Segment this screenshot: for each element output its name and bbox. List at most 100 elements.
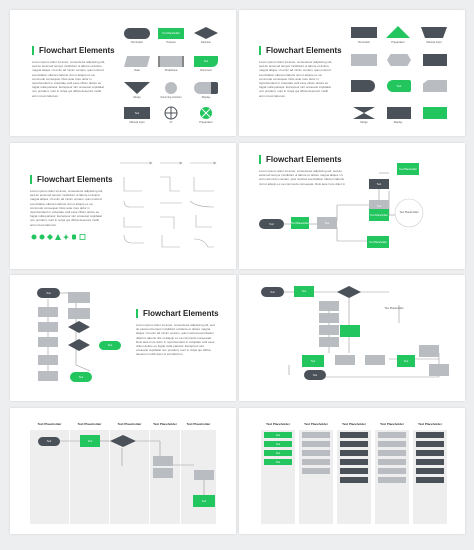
shape-caption: Summing Junction bbox=[160, 96, 182, 99]
slide-flowchart-elements-1[interactable]: Flowchart Elements Lorem ipsum dolor sit… bbox=[10, 10, 236, 136]
column-item bbox=[340, 459, 368, 465]
column-item bbox=[378, 432, 406, 438]
process-box bbox=[38, 307, 58, 317]
start-terminator: Text bbox=[37, 288, 60, 298]
slide-columns-8[interactable]: Text Placeholder Text Placeholder Text P… bbox=[239, 408, 465, 534]
connector-lines bbox=[120, 161, 217, 248]
column-item bbox=[416, 468, 444, 474]
column-item bbox=[340, 450, 368, 456]
process-box bbox=[319, 337, 339, 347]
column-item: Text bbox=[264, 432, 292, 438]
rectangle-shape bbox=[351, 54, 377, 66]
summing-junction-icon bbox=[200, 107, 212, 119]
column-header: Text Placeholder bbox=[186, 422, 211, 426]
shape-caption: Merge bbox=[133, 96, 141, 99]
column-item bbox=[302, 468, 330, 474]
flow-label: Text Placeholder bbox=[384, 307, 404, 310]
merge-icon bbox=[124, 82, 150, 94]
process-box: Text Placeholder bbox=[367, 236, 389, 248]
terminator-shape bbox=[124, 28, 150, 39]
shape-caption: Or bbox=[169, 121, 173, 124]
process-box: Text Placeholder bbox=[397, 163, 419, 175]
process-box: Text Placeholder bbox=[291, 217, 309, 229]
end-terminator: Text bbox=[304, 370, 326, 380]
display-shape bbox=[194, 82, 218, 94]
hexagon-shape bbox=[387, 54, 411, 66]
process-shape: Text Placeholder bbox=[158, 28, 184, 39]
shape-caption: Terminator bbox=[357, 41, 371, 44]
column-item bbox=[416, 441, 444, 447]
process-box: Text bbox=[369, 179, 389, 189]
process-box bbox=[38, 371, 58, 381]
shape-caption: Merge bbox=[360, 121, 368, 124]
shape-caption: Display bbox=[393, 121, 403, 124]
shape-caption: Manual Input bbox=[426, 41, 442, 44]
shape-caption: Data bbox=[134, 69, 140, 72]
column-item bbox=[302, 459, 330, 465]
process-box bbox=[68, 292, 90, 303]
process-box bbox=[319, 313, 339, 323]
slide-paragraph: Lorem ipsum dolor sit amet, consectetur … bbox=[259, 60, 333, 98]
slide-title: Flowchart Elements bbox=[32, 46, 115, 55]
process-box bbox=[340, 325, 360, 337]
slide-swimlane-7[interactable]: Text Placeholder Text Placeholder Text P… bbox=[10, 408, 236, 534]
process-box bbox=[38, 322, 58, 332]
slide-flowchart-elements-4[interactable]: Flowchart Elements Lorem ipsum dolor sit… bbox=[239, 143, 465, 269]
end-terminator: Text bbox=[99, 341, 121, 350]
document-shape: Text bbox=[194, 56, 218, 67]
process-box: Text bbox=[80, 435, 100, 447]
shape-caption: Document bbox=[200, 69, 212, 72]
shape-caption: Decision bbox=[201, 41, 211, 44]
slide-paragraph: Lorem ipsum dolor sit amet, consectetur … bbox=[30, 189, 104, 227]
column-item bbox=[340, 432, 368, 438]
end-process: Text bbox=[193, 495, 215, 507]
column-item bbox=[416, 450, 444, 456]
process-box bbox=[38, 355, 58, 365]
column-item bbox=[340, 477, 368, 483]
decision-icon bbox=[68, 321, 90, 351]
slide-flowchart-elements-5[interactable]: Text Text Text Flowchart Elements Lorem … bbox=[10, 275, 236, 401]
triangle-icon bbox=[386, 26, 410, 38]
column-item bbox=[340, 441, 368, 447]
start-terminator: Text bbox=[259, 219, 284, 229]
process-box bbox=[194, 470, 214, 480]
process-box: Text bbox=[294, 286, 314, 297]
process-box bbox=[38, 337, 58, 347]
icon-row bbox=[31, 234, 86, 240]
column-item bbox=[302, 432, 330, 438]
manual-input-shape: Text bbox=[124, 107, 150, 119]
display-shape bbox=[423, 54, 447, 66]
column-header: Text Placeholder bbox=[418, 422, 442, 426]
column-header: Text Placeholder bbox=[117, 422, 142, 426]
shape-caption: Predefined bbox=[164, 69, 178, 72]
loop-label: Text Placeholder bbox=[399, 211, 419, 214]
card-shape bbox=[423, 80, 447, 92]
display-shape bbox=[351, 27, 377, 38]
process-box: Text bbox=[397, 355, 415, 367]
column-item: Text bbox=[264, 459, 292, 465]
process-box: Text bbox=[302, 355, 324, 367]
or-icon bbox=[164, 106, 178, 120]
flow-connectors bbox=[284, 172, 424, 242]
column-item bbox=[302, 441, 330, 447]
column-item bbox=[340, 468, 368, 474]
trapezoid-icon bbox=[421, 27, 447, 38]
column-item bbox=[378, 459, 406, 465]
column-item bbox=[378, 450, 406, 456]
column-header: Text Placeholder bbox=[37, 422, 62, 426]
slide-flowchart-elements-3[interactable]: Flowchart Elements Lorem ipsum dolor sit… bbox=[10, 143, 236, 269]
slide-flowchart-elements-2[interactable]: Flowchart Elements Lorem ipsum dolor sit… bbox=[239, 10, 465, 136]
column-item bbox=[302, 450, 330, 456]
column-header: Text Placeholder bbox=[153, 422, 177, 426]
process-box bbox=[153, 456, 173, 466]
column-item: Text bbox=[264, 450, 292, 456]
document-shape bbox=[423, 107, 447, 119]
slide-title: Flowchart Elements bbox=[259, 46, 342, 55]
shape-caption: Terminator bbox=[130, 41, 144, 44]
slide-paragraph: Lorem ipsum dolor sit amet, consectetur … bbox=[32, 60, 106, 98]
data-icon bbox=[124, 56, 150, 67]
column-header: Text Placeholder bbox=[266, 422, 290, 426]
slide-flowchart-diagram-6[interactable]: Text Text Text Placeholder Text Text Tex… bbox=[239, 275, 465, 401]
column-item bbox=[416, 477, 444, 483]
column-item bbox=[378, 468, 406, 474]
